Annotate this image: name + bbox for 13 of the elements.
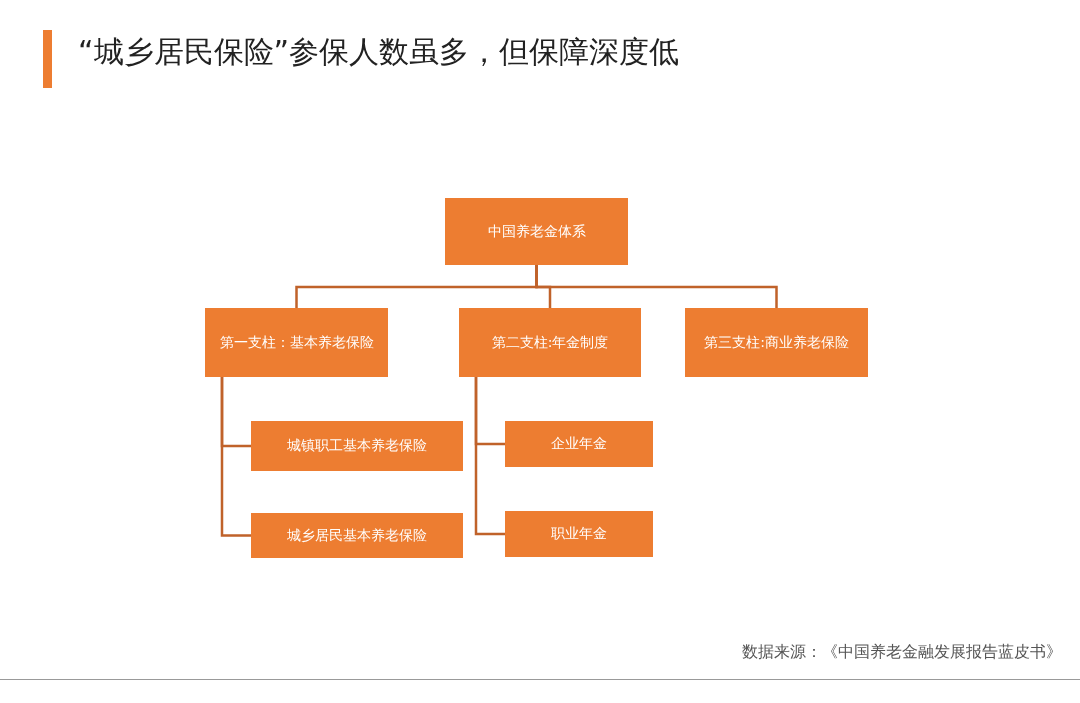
category-box: 职业年金	[505, 511, 653, 557]
root-box: 中国养老金体系	[445, 198, 628, 265]
category-box: 第一支柱：基本养老保险	[205, 308, 388, 377]
connector-line	[474, 377, 505, 536]
category-box: 第三支柱:商业养老保险	[685, 308, 868, 377]
category-box: 第二支柱:年金制度	[459, 308, 641, 377]
source-note: 数据来源：《中国养老金融发展报告蓝皮书》	[742, 642, 1062, 663]
connector-line	[535, 265, 778, 308]
category-box: 城乡居民基本养老保险	[251, 513, 463, 558]
category-box: 城镇职工基本养老保险	[251, 421, 463, 471]
category-box: 企业年金	[505, 421, 653, 467]
title: “城乡居民保险”参保人数虽多，但保障深度低	[78, 33, 680, 71]
connector-line	[220, 377, 251, 537]
